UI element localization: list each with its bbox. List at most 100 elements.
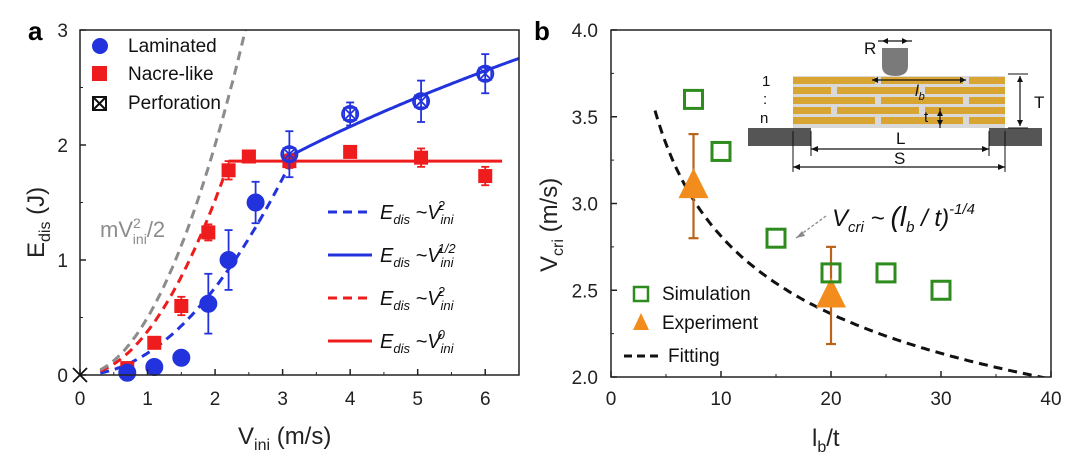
origin-marker (72, 367, 88, 383)
fit-legend-label: Edis ~Vini0 (380, 327, 455, 356)
laminate-brick (793, 117, 875, 124)
inset-S: S (894, 149, 905, 168)
laminated-point (118, 363, 137, 382)
laminated-point (145, 357, 164, 376)
a-xtick-label: 6 (480, 389, 491, 410)
panel-b-legend: Simulation Experiment Fitting (624, 284, 759, 367)
b-xtick-label: 0 (606, 389, 617, 410)
a-ytick-label: 3 (57, 21, 68, 42)
b-ytick-label: 2.5 (572, 281, 598, 302)
legend-experiment: Experiment (662, 313, 759, 334)
impactor-body (882, 48, 908, 66)
inset-schematic: R 1 : n lb t (748, 38, 1044, 172)
panel-label-a: a (28, 16, 43, 46)
simulation-point (820, 262, 842, 284)
b-xtick-label: 30 (930, 389, 951, 410)
fit-line-red-dashed (99, 162, 231, 373)
simulation-point (710, 140, 732, 162)
legend-fitting: Fitting (668, 346, 720, 367)
perforation-cross (478, 67, 492, 81)
perforation-square (343, 107, 358, 121)
panel-b-fit-line (653, 110, 1049, 377)
fit-legend-label: Edis ~Vini1/2 (380, 241, 456, 270)
perforation-point (241, 149, 256, 164)
laminate-brick (837, 107, 919, 114)
perforation-cross (414, 94, 428, 108)
a-xtick-label: 1 (142, 389, 153, 410)
panel-b-ylabel: Vcri (m/s) (536, 178, 567, 272)
a-ytick-label: 2 (57, 136, 68, 157)
b-xtick-label: 20 (820, 389, 841, 410)
panel-a-xlabel: Vini (m/s) (238, 423, 331, 454)
a-ytick-label: 1 (57, 251, 68, 272)
legend-marker-experiment (633, 313, 649, 330)
laminated-point (172, 348, 191, 367)
panel-a-points (118, 53, 495, 382)
nacre-point (478, 169, 493, 184)
legend-marker-nacre (92, 66, 107, 81)
panel-label-b: b (534, 16, 550, 46)
simulation-point (930, 279, 952, 301)
panel-a-ylabel: Edis (J) (23, 187, 54, 258)
a-xtick-label: 5 (412, 389, 423, 410)
b-ytick-label: 3.0 (572, 195, 598, 216)
panel-b-points (678, 88, 952, 346)
legend-perforation: Perforation (128, 93, 221, 114)
fit-line-gray-dashed (99, 30, 247, 372)
b-ytick-label: 2.0 (572, 368, 598, 389)
legend-marker-perforation (92, 96, 107, 111)
fit-line-blue-solid (281, 56, 519, 162)
impactor-tip (882, 66, 908, 76)
laminated-point (246, 193, 265, 212)
perforation-cross (242, 149, 256, 164)
inset-lb: lb (915, 83, 925, 103)
laminate-brick (881, 117, 963, 124)
laminate-brick (837, 87, 919, 94)
laminated-point (476, 64, 495, 83)
laminate-brick (793, 87, 831, 94)
laminated-point (341, 104, 360, 123)
laminate-brick (793, 77, 875, 84)
fit-legend-label: Edis ~Vini2 (380, 198, 455, 227)
left-support (748, 128, 811, 146)
laminated-point (219, 251, 238, 269)
nacre-point (221, 163, 236, 178)
simulation-point (765, 227, 787, 249)
laminate-brick (969, 97, 1005, 104)
laminated-point (199, 294, 218, 313)
laminate-brick (881, 97, 963, 104)
legend-laminated: Laminated (128, 36, 217, 57)
laminate-brick (793, 97, 875, 104)
perforation-square (478, 66, 493, 81)
perforation-square (241, 149, 256, 164)
legend-marker-simulation (632, 285, 650, 303)
fitting-curve (653, 110, 1049, 377)
panel-b-xlabel: lb/t (812, 425, 840, 456)
laminate-brick (925, 87, 1005, 94)
laminate-brick (925, 107, 1005, 114)
inset-T: T (1034, 93, 1044, 112)
nacre-point (414, 150, 429, 165)
inset-layer-dots: : (763, 91, 767, 108)
b-ytick-label: 3.5 (572, 108, 598, 129)
perforation-cross (343, 107, 357, 121)
b-ytick-label: 4.0 (572, 21, 598, 42)
a-ytick-label: 0 (57, 366, 68, 387)
laminated-point (280, 145, 299, 164)
inset-R: R (864, 39, 876, 58)
laminated-point (412, 92, 431, 111)
perforation-point (343, 107, 358, 121)
inset-L: L (896, 129, 905, 148)
simulation-point (683, 88, 704, 110)
a-xtick-label: 0 (75, 389, 86, 410)
perforation-point (414, 94, 428, 109)
a-xtick-label: 2 (210, 389, 221, 410)
laminate-brick (969, 117, 1005, 124)
a-xtick-label: 3 (277, 389, 288, 410)
